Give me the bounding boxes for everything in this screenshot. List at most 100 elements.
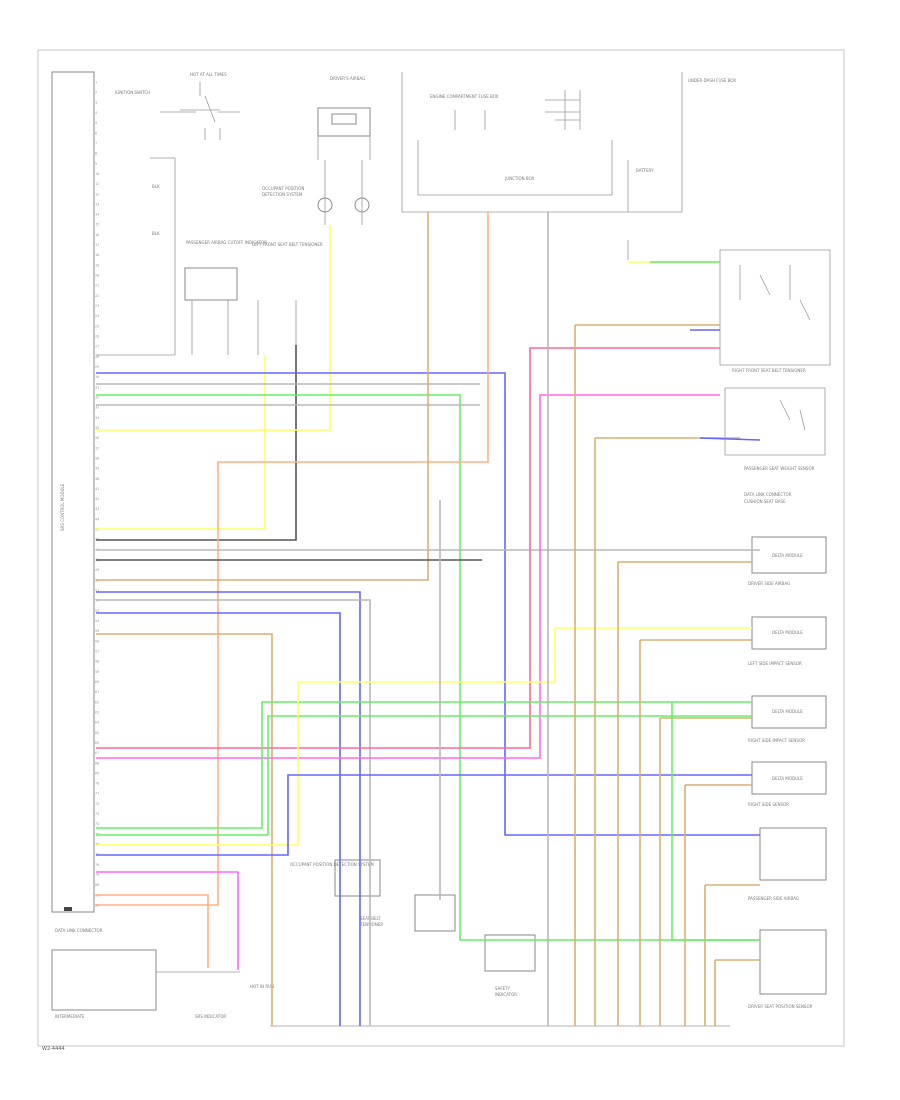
module-pin: 49: [95, 568, 99, 572]
diagram-frame: [37, 49, 845, 1047]
wire-green: [96, 394, 760, 941]
module-pin: 28: [95, 355, 99, 359]
wire-black: [96, 345, 297, 541]
bottom-components: DATA LINK CONNECTOR INTERMEDIATE SRS IND…: [51, 859, 730, 1027]
right-side-sensor-label: RIGHT SIDE IMPACT SENSOR: [748, 738, 805, 743]
svg-text:HOT IN RUN: HOT IN RUN: [250, 984, 274, 989]
module-pin: 23: [95, 304, 99, 308]
svg-text:DELTA MODULE: DELTA MODULE: [772, 776, 803, 781]
module-pin: 34: [95, 416, 99, 420]
right-components: RIGHT FRONT SEAT BELT TENSIONER PASSENGE…: [719, 249, 831, 1009]
module-pin: 74: [95, 822, 99, 826]
module-pin: 63: [95, 710, 99, 714]
engine-compartment-label: ENGINE COMPARTMENT FUSE BOX: [430, 94, 499, 99]
footer-code: W2-4444: [42, 1046, 65, 1052]
module-pin: 19: [95, 263, 99, 267]
data-link-connector-label: DATA LINK CONNECTOR: [55, 928, 103, 933]
module-pin: 42: [95, 497, 99, 501]
svg-text:TENSIONER: TENSIONER: [359, 922, 383, 927]
module-pin: 27: [95, 345, 99, 349]
module-pin: 73: [95, 812, 99, 816]
svg-text:CUSHION SEAT BASE: CUSHION SEAT BASE: [744, 499, 786, 504]
module-pin: 68: [95, 761, 99, 765]
module-pin: 58: [95, 660, 99, 664]
cutoff-indicator-group: PASSENGER AIRBAG CUTOFF INDICATOR LEFT F…: [184, 240, 323, 355]
module-pin: 78: [95, 863, 99, 867]
module-ground-marker: [64, 907, 72, 911]
module-pin: 9: [95, 162, 97, 166]
module-pin: 44: [95, 517, 99, 521]
module-pin: 32: [95, 395, 99, 399]
module-pin: 65: [95, 731, 99, 735]
wire-tan: [96, 633, 273, 1026]
wire-blue: [96, 612, 341, 1026]
wire-green: [96, 701, 752, 829]
module-pin: 7: [95, 141, 97, 145]
wire-tan: [704, 884, 760, 1026]
module-pin: 16: [95, 233, 99, 237]
junction-box-label: JUNCTION BOX: [504, 176, 534, 181]
drivers-airbag-group: DRIVER'S AIRBAG OCCUPANT POSITION DETECT…: [262, 76, 371, 225]
module-pin: 17: [95, 243, 99, 247]
module-pin: 39: [95, 467, 99, 471]
underdash-fuse-label: UNDER-DASH FUSE BOX: [688, 78, 736, 83]
wire-tan: [594, 437, 740, 1026]
wire-tan: [617, 561, 752, 1026]
wire-tan: [659, 717, 752, 1026]
module-pin: 24: [95, 314, 99, 318]
svg-text:BLK: BLK: [152, 184, 160, 189]
module-pin: 55: [95, 629, 99, 633]
wire-tan: [574, 324, 720, 1026]
module-pin: 79: [95, 873, 99, 877]
ignition-switch-label: IGNITION SWITCH: [115, 90, 150, 95]
module-pin: 21: [95, 284, 99, 288]
wire-red: [96, 347, 720, 749]
module-pin: 14: [95, 213, 99, 217]
module-pin: 22: [95, 294, 99, 298]
svg-text:BLK: BLK: [152, 231, 160, 236]
module-label: SRS CONTROL MODULE: [60, 483, 65, 531]
module-pin: 29: [95, 365, 99, 369]
wire-yellow: [96, 627, 752, 846]
module-pin: 72: [95, 802, 99, 806]
module-pin: 11: [95, 182, 99, 186]
module-pin: 41: [95, 487, 99, 491]
module-pin: 70: [95, 782, 99, 786]
module-pin: 18: [95, 253, 99, 257]
module-pin: 37: [95, 446, 99, 450]
wire-blue: [96, 372, 760, 836]
wire-gray: [96, 599, 371, 1026]
svg-text:DELTA MODULE: DELTA MODULE: [772, 553, 803, 558]
module-pin: 26: [95, 335, 99, 339]
module-pin: 57: [95, 649, 99, 653]
module-pin: 33: [95, 406, 99, 410]
wire-green: [671, 702, 760, 941]
module-pin: 56: [95, 639, 99, 643]
module-pin: 61: [95, 690, 99, 694]
module-pin: 30: [95, 375, 99, 379]
wire-pink: [96, 871, 239, 970]
module-pin: 2: [95, 91, 97, 95]
module-pin: 40: [95, 477, 99, 481]
module-pin: 13: [95, 202, 99, 206]
wires: [96, 212, 761, 1026]
wire-yellow: [96, 225, 331, 431]
wire-tan: [96, 212, 429, 581]
module-pin: 12: [95, 192, 99, 196]
wire-tan: [639, 639, 752, 1026]
module-pin: 4: [95, 111, 97, 115]
module-pin: 66: [95, 741, 99, 745]
driver-seat-position-label: DRIVER SEAT POSITION SENSOR: [748, 1004, 813, 1009]
module-pin: 31: [95, 385, 99, 389]
svg-text:SAFETY: SAFETY: [495, 986, 511, 991]
engine-junction-group: ENGINE COMPARTMENT FUSE BOX JUNCTION BOX…: [401, 72, 736, 260]
module-pin: 25: [95, 324, 99, 328]
wire-tan: [714, 959, 760, 1026]
wire-orange: [96, 894, 209, 968]
left-side-sensor-label: LEFT SIDE IMPACT SENSOR: [748, 661, 802, 666]
module-pin: 71: [95, 792, 99, 796]
drivers-airbag-label: DRIVER'S AIRBAG: [330, 76, 365, 81]
svg-text:BATTERY: BATTERY: [636, 168, 654, 173]
module-pin: 6: [95, 131, 97, 135]
